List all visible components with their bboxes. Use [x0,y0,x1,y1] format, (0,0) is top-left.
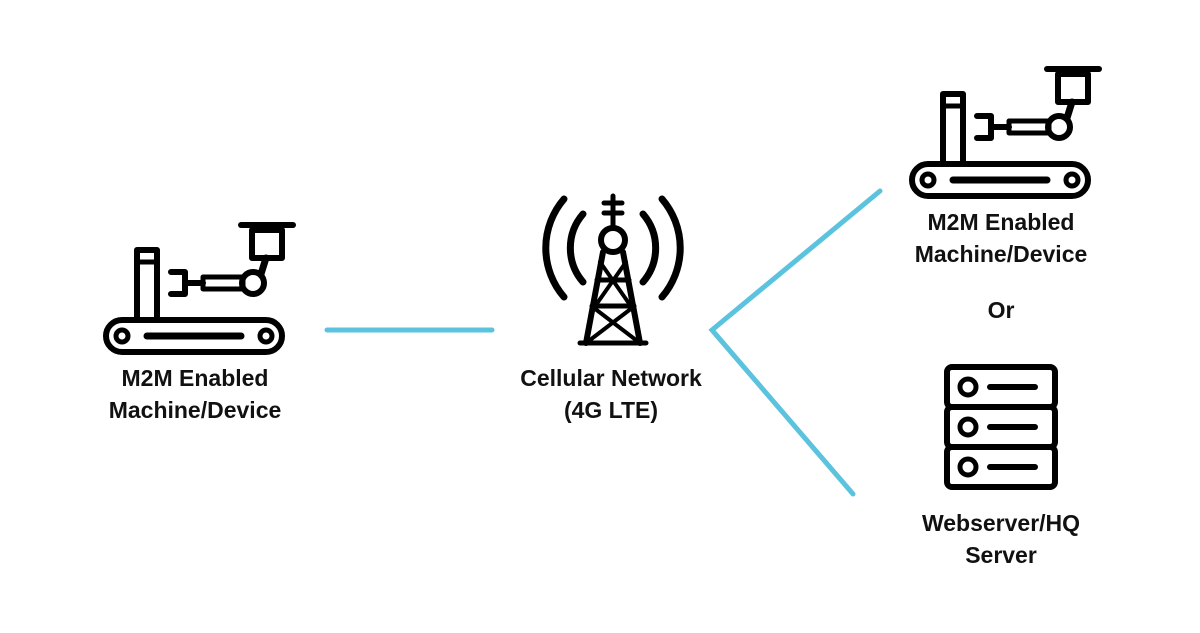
left-device-label-line2: Machine/Device [108,397,282,423]
robot-arm-conveyor-icon [106,225,293,352]
or-separator: Or [987,297,1015,323]
cellular-network-label-line1: Cellular Network [520,365,702,391]
connector-lines [324,188,883,497]
connector-tower-to-endpoints [708,188,883,497]
left-device-label: M2M Enabled Machine/Device [60,362,330,426]
right-device-label-line2: Machine/Device [914,241,1088,267]
cellular-network-label-line2: (4G LTE) [563,397,659,423]
cell-tower-icon [542,193,684,346]
right-device-label-line1: M2M Enabled [927,209,1075,235]
server-label-line2: Server [965,542,1037,568]
left-device-label-line1: M2M Enabled [121,365,269,391]
server-label-line1: Webserver/HQ [921,510,1081,536]
server-label: Webserver/HQ Server [866,507,1136,571]
server-rack-icon [944,364,1058,490]
right-device-label: M2M Enabled Machine/Device [866,206,1136,270]
cellular-network-label: Cellular Network (4G LTE) [476,362,746,426]
robot-arm-conveyor-icon [912,69,1099,196]
